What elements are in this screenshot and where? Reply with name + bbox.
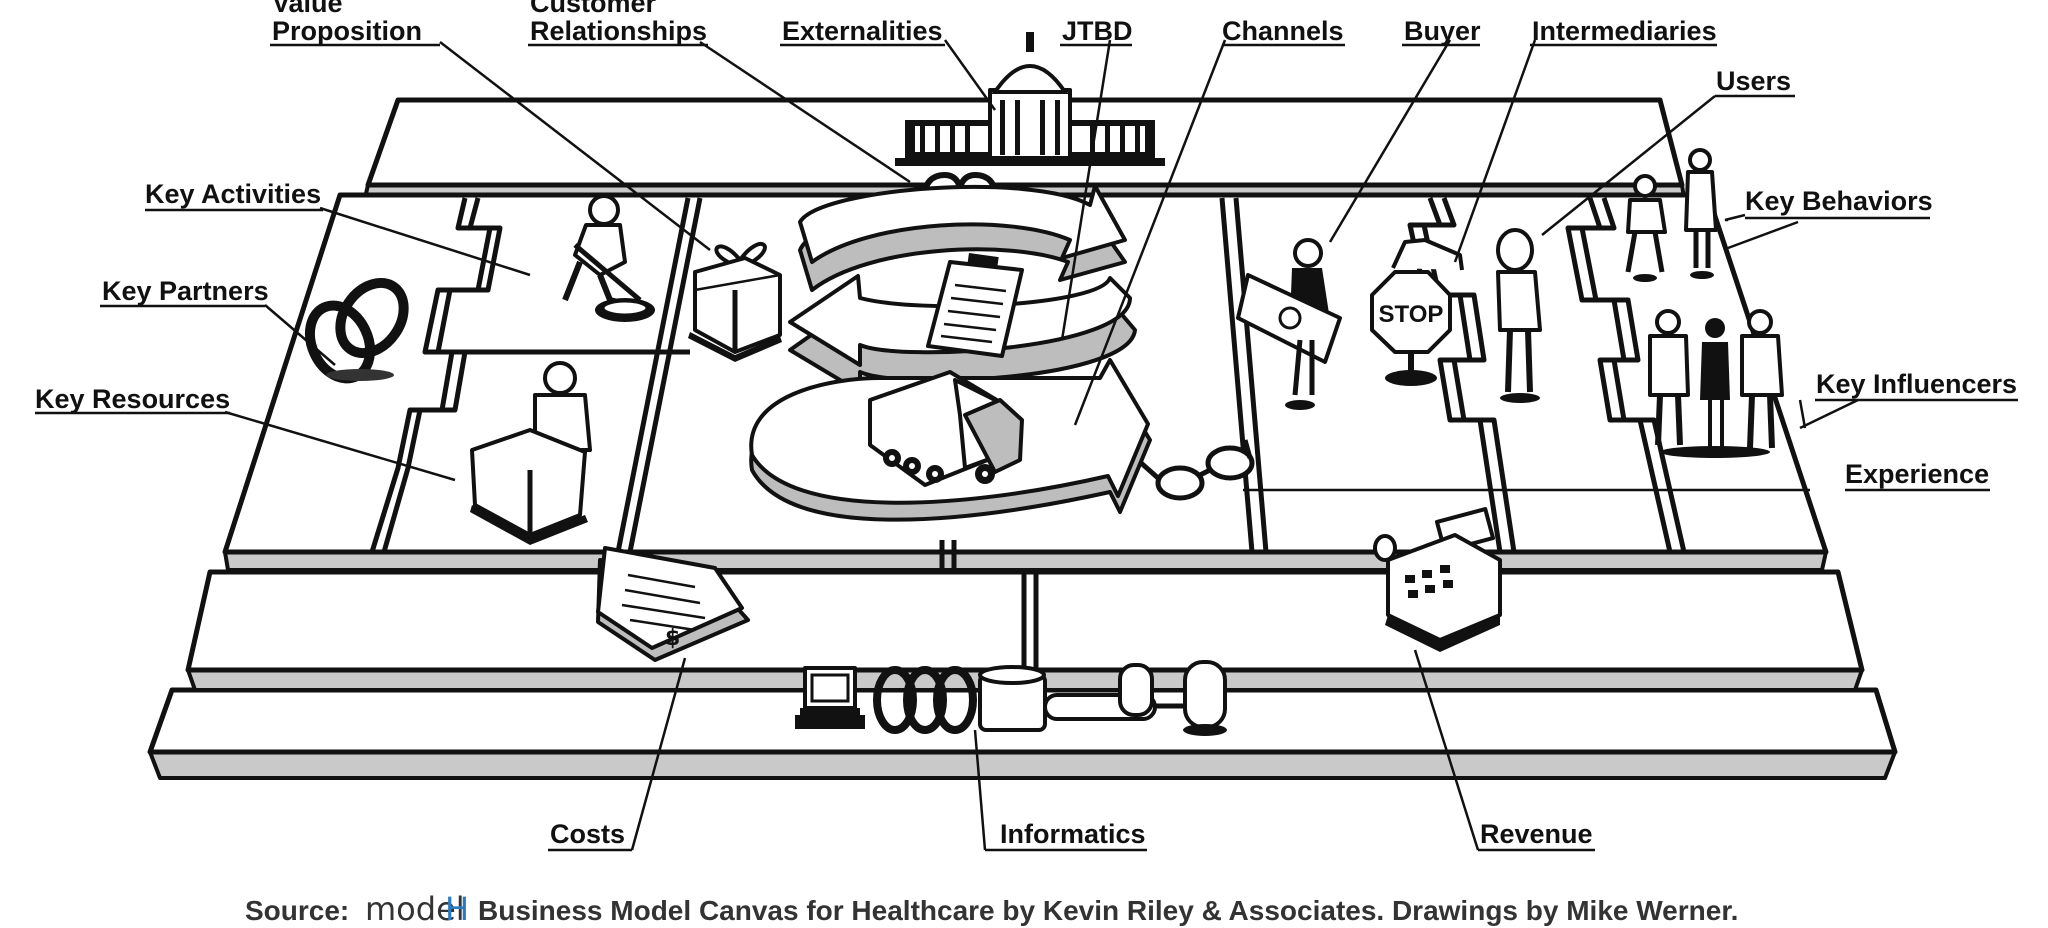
label-value-proposition-line1: Value xyxy=(272,0,343,18)
box-worker-icon xyxy=(470,361,592,545)
stop-sign-text: STOP xyxy=(1379,301,1444,328)
label-key-activities: Key Activities xyxy=(145,179,321,209)
source-text: Business Model Canvas for Healthcare by … xyxy=(478,895,1738,926)
label-key-influencers: Key Influencers xyxy=(1816,369,2017,399)
logo-h-text: H xyxy=(445,890,469,928)
label-buyer: Buyer xyxy=(1404,16,1481,46)
label-key-resources: Key Resources xyxy=(35,384,230,414)
label-users: Users xyxy=(1716,66,1791,96)
label-key-behaviors: Key Behaviors xyxy=(1745,186,1933,216)
shovel-worker-icon xyxy=(562,194,655,322)
logo-model-text: model xyxy=(365,890,465,928)
computer-icon xyxy=(795,666,865,729)
label-underlines xyxy=(35,43,2018,852)
cash-register-icon xyxy=(1373,507,1502,652)
label-intermediaries: Intermediaries xyxy=(1532,16,1717,46)
source-credit: Source: model H Business Model Canvas fo… xyxy=(245,890,1738,928)
user-figure-icon xyxy=(1496,228,1542,403)
svg-text:$: $ xyxy=(665,626,680,651)
capitol-building-icon xyxy=(895,32,1165,166)
leader-lines xyxy=(224,39,1859,851)
clipboard-icon xyxy=(926,252,1024,358)
chain-link-icon xyxy=(304,277,409,384)
label-costs: Costs xyxy=(550,819,625,849)
label-jtbd: JTBD xyxy=(1062,16,1133,46)
label-key-partners: Key Partners xyxy=(102,276,269,306)
relationship-arrow-upper xyxy=(798,184,1127,292)
influencer-group-icon xyxy=(1648,309,1784,458)
truck-icon xyxy=(868,370,1024,487)
behavior-figures-icon xyxy=(1625,148,1718,282)
label-experience: Experience xyxy=(1845,459,1989,489)
label-customer-relationships-line2: Relationships xyxy=(530,16,707,46)
label-customer-relationships-line1: Customer xyxy=(530,0,657,18)
source-prefix: Source: xyxy=(245,895,349,926)
buyer-with-money-icon xyxy=(1236,238,1342,410)
pipeline-icon xyxy=(873,660,1227,736)
eyeglasses-icon xyxy=(1138,439,1255,501)
label-revenue: Revenue xyxy=(1480,819,1593,849)
label-informatics: Informatics xyxy=(1000,819,1146,849)
invoice-icon: $ xyxy=(596,546,750,662)
stop-sign-icon: STOP xyxy=(1370,238,1464,386)
gift-box-icon xyxy=(688,242,782,362)
label-value-proposition-line2: Proposition xyxy=(272,16,422,46)
label-channels: Channels xyxy=(1222,16,1344,46)
label-externalities: Externalities xyxy=(782,16,943,46)
